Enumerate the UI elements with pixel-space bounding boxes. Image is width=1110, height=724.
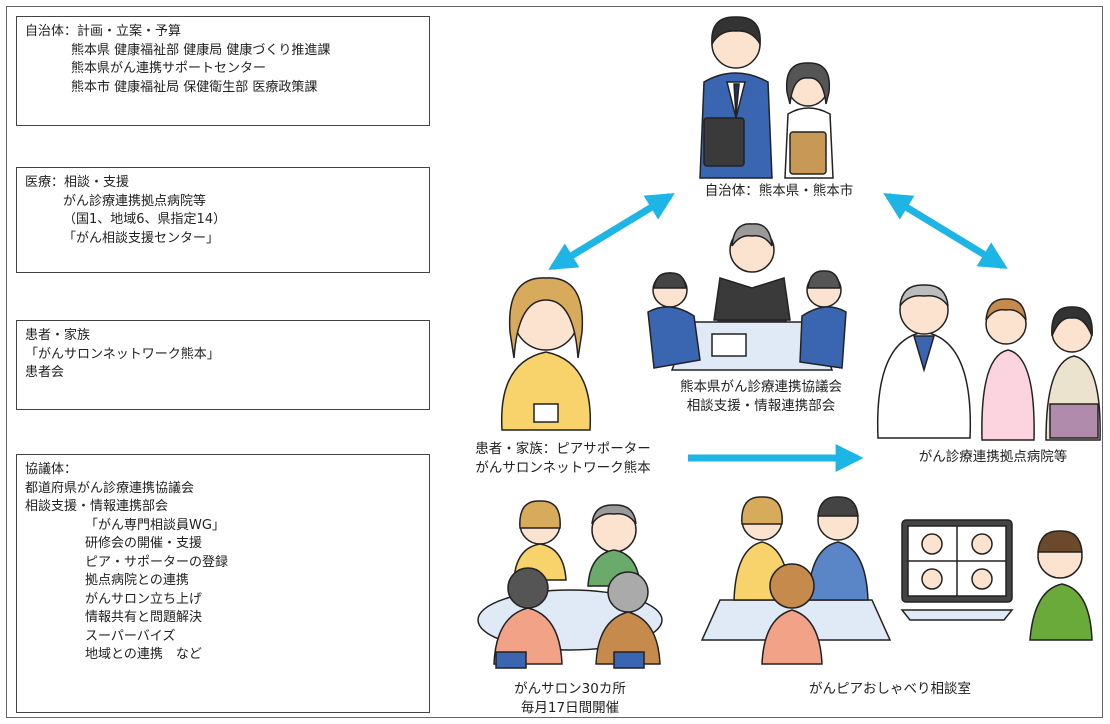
peer-room-label: がんピアおしゃべり相談室 xyxy=(809,681,971,697)
council-label: 熊本県がん診療連携協議会 相談支援・情報連携部会 xyxy=(680,379,842,414)
council-box: 協議体： 都道府県がん診療連携協議会 相談支援・情報連携部会 「がん専門相談員W… xyxy=(16,454,430,713)
patients-item: 「がんサロンネットワーク熊本」 xyxy=(25,346,220,362)
council-item: 「がん専門相談員WG」 xyxy=(85,517,225,533)
municipality-box: 自治体：計画・立案・予算 熊本県 健康福祉部 健康局 健康づくり推進課 熊本県が… xyxy=(16,16,430,126)
council-item: 地域との連携 など xyxy=(85,647,202,662)
council-heading: 協議体： xyxy=(25,462,78,477)
arrow-municipality-peer xyxy=(548,193,675,270)
council-line: 相談支援・情報連携部会 xyxy=(25,499,169,514)
council-item: 研修会の開催・支援 xyxy=(85,536,203,551)
medical-item: がん診療連携拠点病院等 xyxy=(63,193,207,209)
hospital-label: がん診療連携拠点病院等 xyxy=(918,449,1068,465)
municipality-item: 熊本県 健康福祉部 健康局 健康づくり推進課 xyxy=(71,42,331,58)
peer-supporter-illustration xyxy=(500,277,592,431)
medical-box: 医療：相談・支援 がん診療連携拠点病院等 （国1、地域6、県指定14） 「がん相… xyxy=(16,167,430,273)
patients-heading: 患者・家族 xyxy=(25,328,91,343)
council-item: がんサロン立ち上げ xyxy=(85,591,203,607)
peer-chat-room-illustration xyxy=(700,496,1093,665)
council-meeting-illustration xyxy=(647,223,847,371)
council-item: ピア・サポーターの登録 xyxy=(85,554,229,570)
hospital-staff-illustration xyxy=(876,284,1101,441)
medical-item: （国1、地域6、県指定14） xyxy=(63,212,227,227)
cancer-salon-illustration xyxy=(477,500,663,669)
peer-supporter-label: 患者・家族：ピアサポーター がんサロンネットワーク熊本 xyxy=(475,441,651,476)
medical-item: 「がん相談支援センター」 xyxy=(63,230,220,246)
municipality-heading: 自治体：計画・立案・予算 xyxy=(25,24,182,39)
municipality-item: 熊本市 健康福祉局 保健衛生部 医療政策課 xyxy=(71,79,318,95)
council-item: スーパーバイズ xyxy=(85,628,176,644)
arrow-municipality-hospital xyxy=(883,193,1008,269)
municipality-label: 自治体：熊本県・熊本市 xyxy=(704,183,854,199)
patients-item: 患者会 xyxy=(25,365,65,380)
salon-label: がんサロン30カ所 毎月17日間開催 xyxy=(514,681,626,716)
municipality-item: 熊本県がん連携サポートセンター xyxy=(71,61,267,76)
council-line: 都道府県がん診療連携協議会 xyxy=(25,480,195,496)
council-item: 拠点病院との連携 xyxy=(85,573,189,588)
officials-illustration xyxy=(699,16,834,179)
council-item: 情報共有と問題解決 xyxy=(85,610,203,625)
patients-box: 患者・家族 「がんサロンネットワーク熊本」 患者会 xyxy=(16,320,430,410)
outer-frame xyxy=(6,6,1103,718)
medical-heading: 医療：相談・支援 xyxy=(25,175,130,190)
